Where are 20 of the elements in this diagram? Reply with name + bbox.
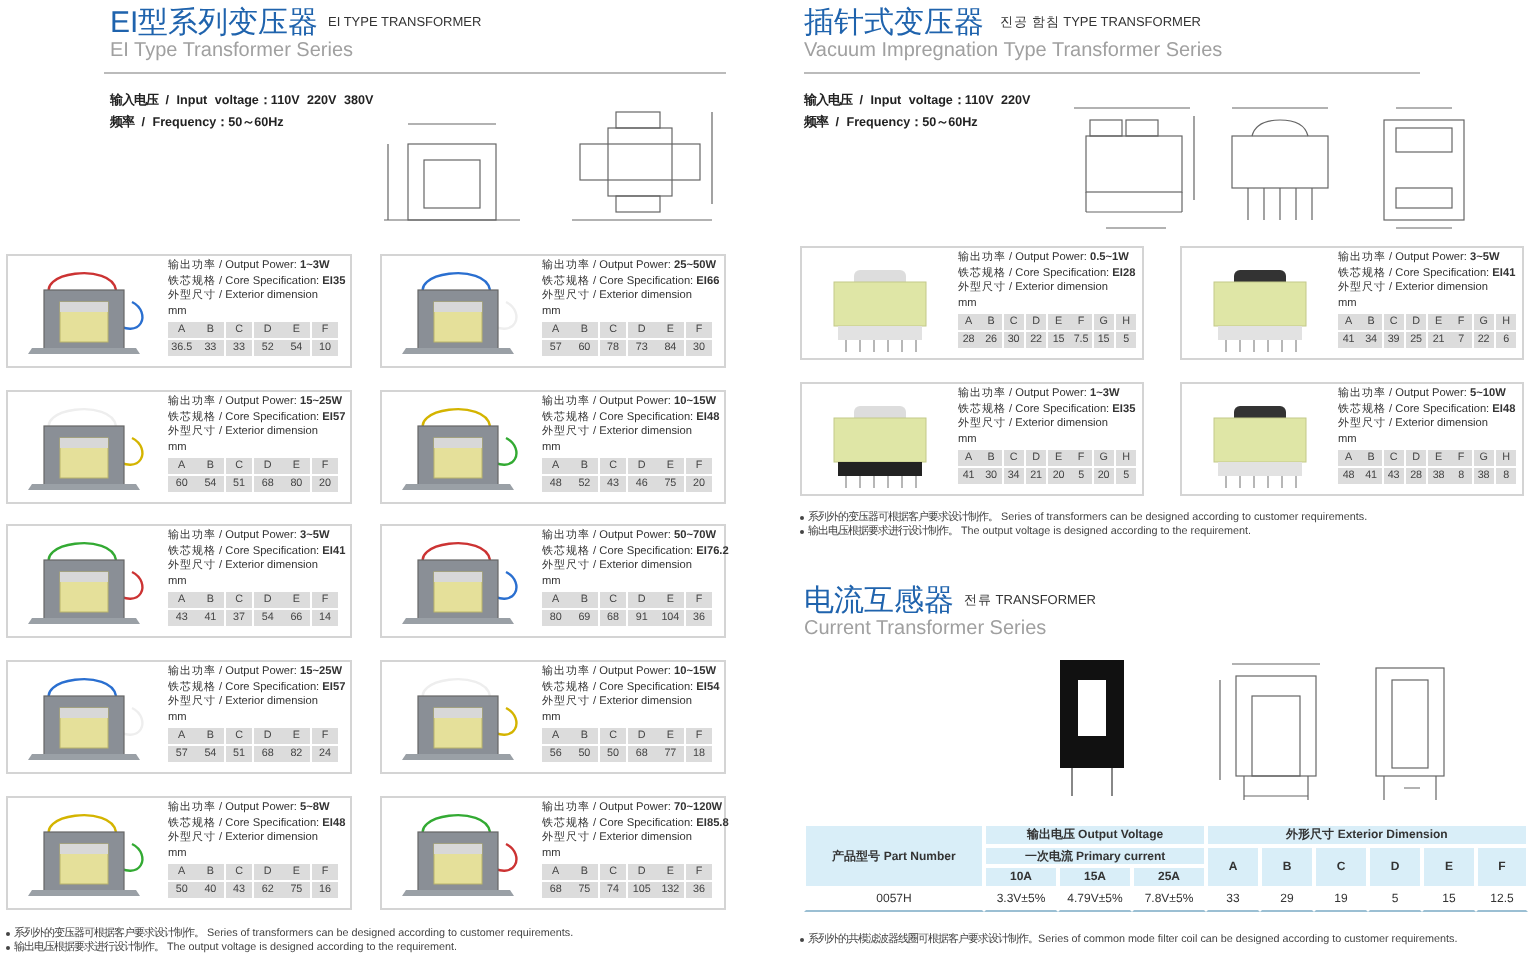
product-card <box>1180 246 1524 360</box>
product-card <box>800 246 1144 360</box>
product-card <box>380 660 726 774</box>
product-card <box>380 524 726 638</box>
product-card <box>800 382 1144 496</box>
section-title: EI型系列变压器 <box>110 6 319 41</box>
series-name: Current Transformer Series <box>804 618 1047 642</box>
section-title: 插针式变压器 <box>804 6 984 41</box>
product-card <box>6 524 352 638</box>
product-card <box>380 390 726 504</box>
product-card <box>6 390 352 504</box>
product-card <box>380 254 726 368</box>
product-card <box>6 254 352 368</box>
product-card <box>380 796 726 910</box>
series-name: EI Type Transformer Series <box>110 40 354 64</box>
series-name: Vacuum Impregnation Type Transformer Series <box>804 40 1223 64</box>
product-card <box>6 660 352 774</box>
product-card <box>1180 382 1524 496</box>
section-title: 电流互感器 <box>804 584 954 619</box>
product-card <box>6 796 352 910</box>
